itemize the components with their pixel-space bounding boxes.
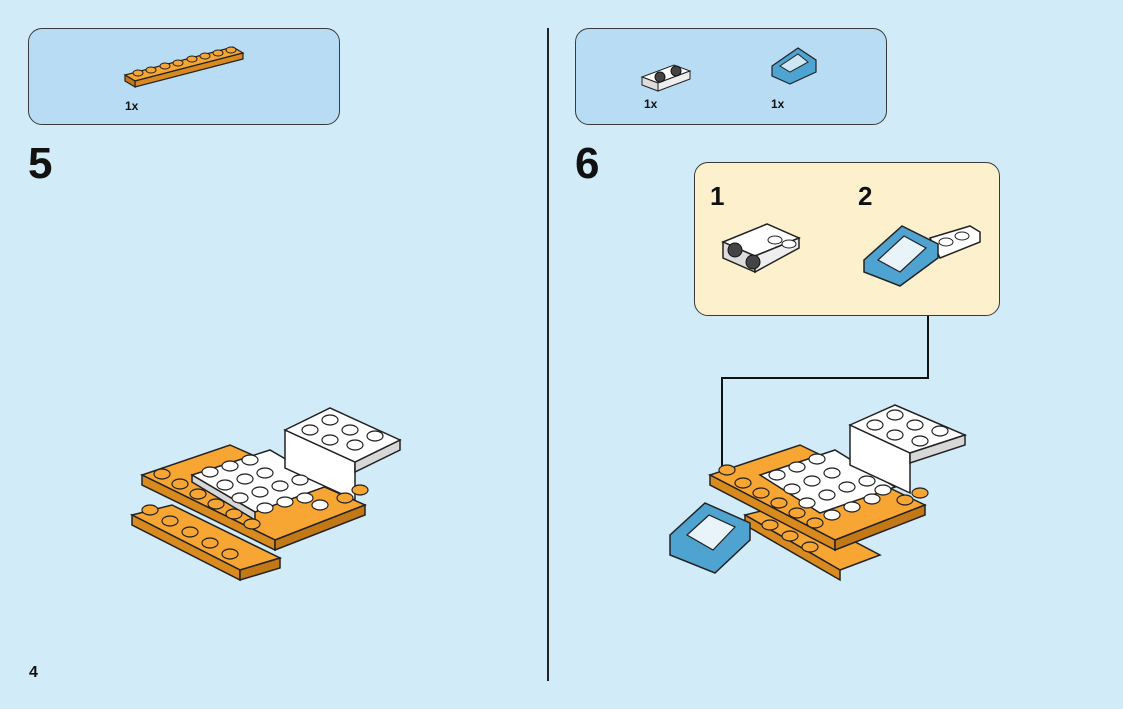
part-qty: 1x	[125, 99, 139, 113]
step5-parts-box: 1x	[28, 28, 340, 125]
step6-assembly-illustration	[669, 404, 968, 582]
blue-slope-icon	[771, 47, 817, 85]
substep-number-1: 1	[710, 181, 725, 211]
substep2-slope-illustration	[863, 225, 981, 287]
part-qty: 1x	[771, 97, 785, 111]
part-qty: 1x	[644, 97, 658, 111]
white-bracket-icon	[640, 64, 692, 92]
step6-parts-box: 1x 1x	[575, 28, 887, 125]
substep-number-2: 2	[858, 181, 873, 211]
substep1-bracket-illustration	[721, 223, 801, 274]
step-number-6: 6	[575, 139, 600, 188]
step5-assembly-illustration	[129, 407, 402, 582]
step-number-5: 5	[28, 139, 53, 188]
page-divider	[547, 28, 549, 681]
substep-callout: 1 2	[694, 162, 1000, 316]
page-number: 4	[29, 664, 38, 681]
orange-plate-icon	[123, 46, 245, 89]
